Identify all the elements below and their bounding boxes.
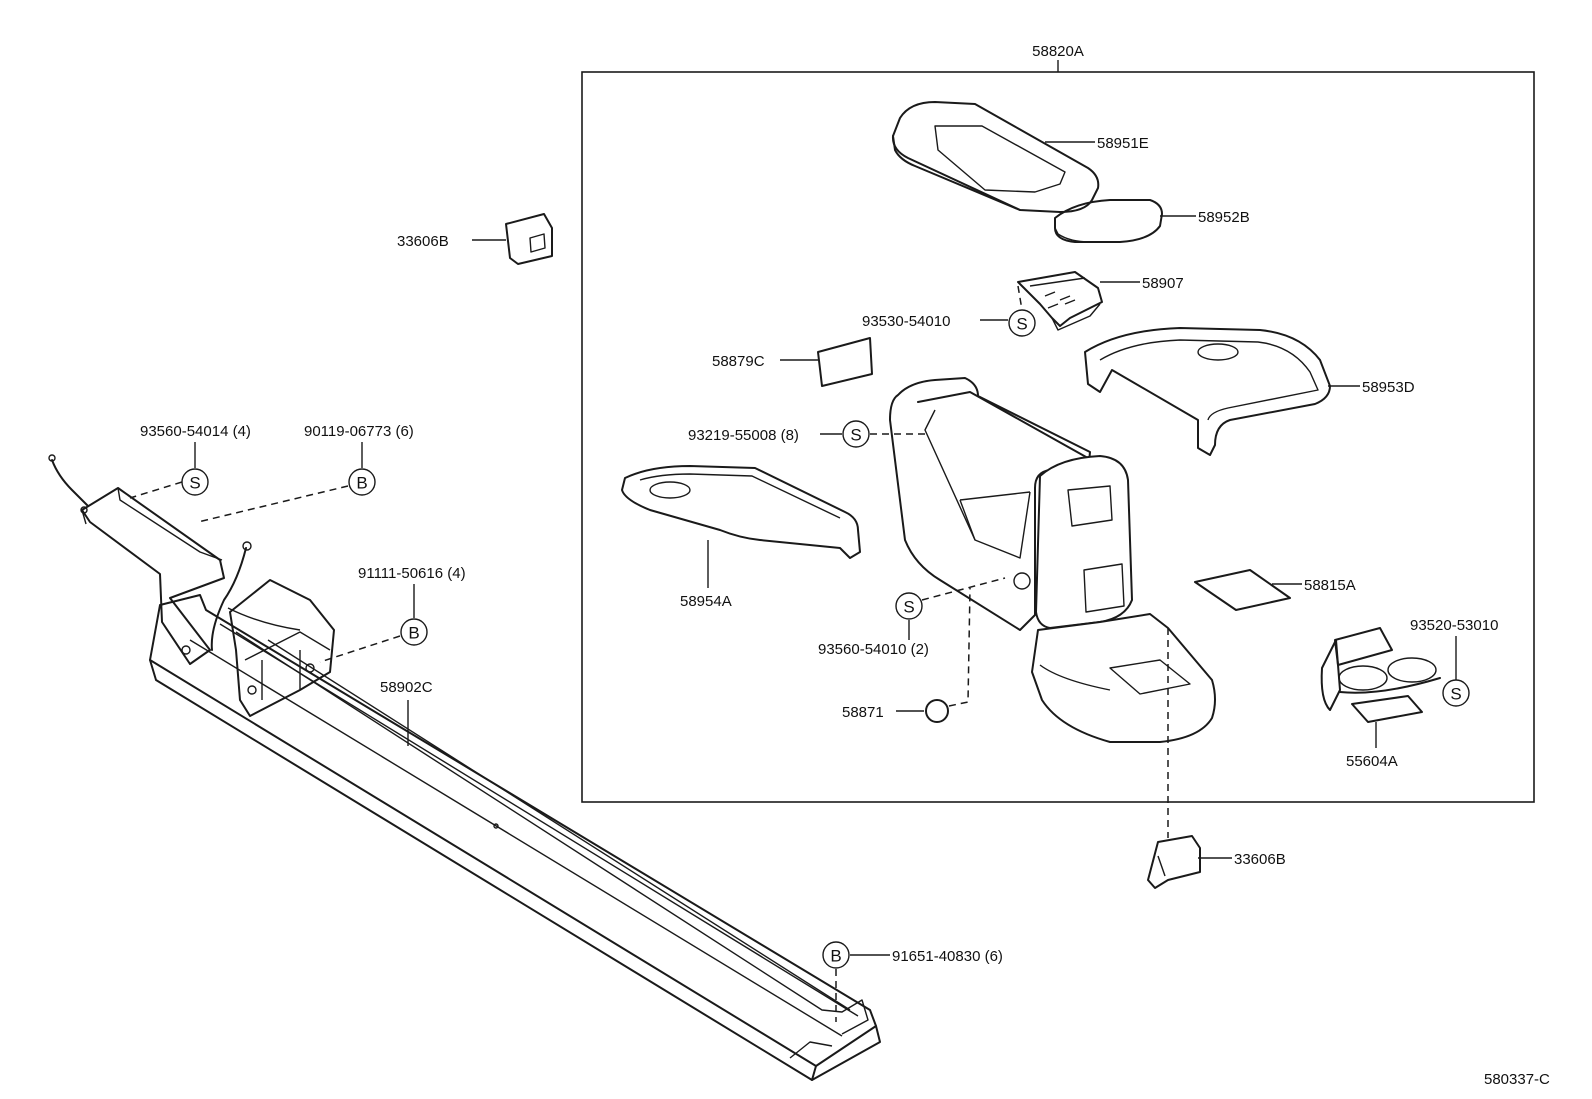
bolt-symbol	[400, 618, 428, 646]
label-58954a: 58954A	[680, 593, 732, 610]
assembly-label: 58820A	[1032, 43, 1084, 60]
rail-part	[149, 594, 881, 1081]
label-58871: 58871	[842, 704, 884, 721]
bolt-symbol	[348, 468, 376, 496]
screw-symbol	[1008, 309, 1036, 337]
tray-left-part	[621, 465, 861, 559]
small-pad-part	[1194, 569, 1291, 611]
label-58953d: 58953D	[1362, 379, 1415, 396]
label-91111-50616: 91111-50616 (4)	[358, 565, 466, 582]
label-33606b-lower: 33606B	[1234, 851, 1286, 868]
diagram-code: 580337-C	[1484, 1071, 1550, 1088]
screw-symbol	[895, 592, 923, 620]
label-55604a: 55604A	[1346, 753, 1398, 770]
screw-symbol-text: S	[903, 598, 914, 617]
bolt-symbol-text: B	[356, 474, 367, 493]
lid-pad-part	[1054, 199, 1163, 243]
label-93560-54014: 93560-54014 (4)	[140, 423, 251, 440]
label-58907: 58907	[1142, 275, 1184, 292]
clip-lower-part	[1147, 835, 1201, 889]
label-93520-53010: 93520-53010	[1410, 617, 1498, 634]
clip-upper-part	[505, 213, 553, 265]
hinge-part	[1017, 271, 1103, 331]
label-58952b: 58952B	[1198, 209, 1250, 226]
label-90119-06773: 90119-06773 (6)	[304, 423, 414, 440]
bolt-symbol-text: B	[408, 624, 419, 643]
screw-symbol-text: S	[1450, 685, 1461, 704]
screw-symbol	[1442, 679, 1470, 707]
plug-part	[925, 699, 949, 723]
bolt-symbol	[822, 941, 850, 969]
label-33606b-upper: 33606B	[397, 233, 449, 250]
bolt-symbol-text: B	[830, 947, 841, 966]
screw-symbol	[842, 420, 870, 448]
label-93219-55008: 93219-55008 (8)	[688, 427, 799, 444]
label-58879c: 58879C	[712, 353, 765, 370]
label-93560-54010: 93560-54010 (2)	[818, 641, 929, 658]
label-58902c: 58902C	[380, 679, 433, 696]
screw-symbol-text: S	[189, 474, 200, 493]
tray-right-part	[1084, 327, 1331, 456]
label-58951e: 58951E	[1097, 135, 1149, 152]
label-93530-54010: 93530-54010	[862, 313, 950, 330]
console-box-part	[889, 377, 1216, 743]
screw-symbol-text: S	[1016, 315, 1027, 334]
armrest-lid-part	[891, 101, 1100, 213]
cupholder-part	[1320, 627, 1441, 723]
label-58815a: 58815A	[1304, 577, 1356, 594]
side-cover-part	[817, 337, 873, 387]
rail-bracket-part	[48, 454, 335, 717]
screw-symbol-text: S	[850, 426, 861, 445]
label-91651-40830: 91651-40830 (6)	[892, 948, 1003, 965]
